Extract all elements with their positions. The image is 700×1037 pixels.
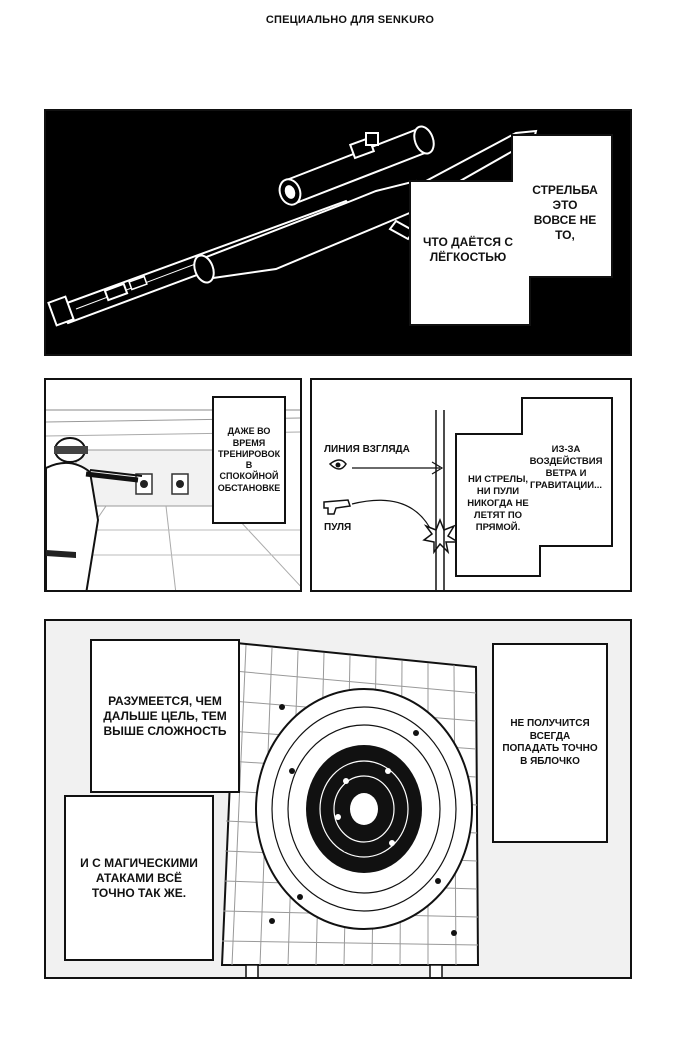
pistol-icon [323,499,351,515]
panel-rifle: СТРЕЛЬБА ЭТО ВОВСЕ НЕ ТО, ЧТО ДАЁТСЯ С Л… [44,109,632,356]
caption-text: И С МАГИЧЕСКИМИ АТАКАМИ ВСЁ ТОЧНО ТАК ЖЕ… [80,855,198,900]
caption-box: И С МАГИЧЕСКИМИ АТАКАМИ ВСЁ ТОЧНО ТАК ЖЕ… [64,795,214,961]
rifle-illustration [47,125,538,327]
label-line-of-sight: ЛИНИЯ ВЗГЛЯДА [324,444,410,455]
caption-text: РАЗУМЕЕТСЯ, ЧЕМ ДАЛЬШЕ ЦЕЛЬ, ТЕМ ВЫШЕ СЛ… [103,693,227,738]
caption-text: СТРЕЛЬБА ЭТО ВОВСЕ НЕ ТО, [532,183,598,242]
caption-text: НИ СТРЕЛЫ, НИ ПУЛИ НИКОГДА НЕ ЛЕТЯТ ПО П… [467,474,529,533]
panel-trajectory: ЛИНИЯ ВЗГЛЯДА ПУЛЯ ИЗ-ЗА ВОЗДЕЙСТВИЯ ВЕТ… [310,378,632,592]
panel-target: РАЗУМЕЕТСЯ, ЧЕМ ДАЛЬШЕ ЦЕЛЬ, ТЕМ ВЫШЕ СЛ… [44,619,632,979]
caption-text: ИЗ-ЗА ВОЗДЕЙСТВИЯ ВЕТРА И ГРАВИТАЦИИ... [529,444,603,491]
panel-shooting-range: ДАЖЕ ВО ВРЕМЯ ТРЕНИРОВОК В СПОКОЙНОЙ ОБС… [44,378,302,592]
caption-box: РАЗУМЕЕТСЯ, ЧЕМ ДАЛЬШЕ ЦЕЛЬ, ТЕМ ВЫШЕ СЛ… [90,639,240,793]
caption-text: ЧТО ДАЁТСЯ С ЛЁГКОСТЬЮ [423,235,513,264]
trajectory-illustration [323,397,613,590]
caption-box: ДАЖЕ ВО ВРЕМЯ ТРЕНИРОВОК В СПОКОЙНОЙ ОБС… [212,396,286,524]
page-header: СПЕЦИАЛЬНО ДЛЯ SENKURO [265,14,435,26]
target-illustration [220,641,480,977]
label-bullet: ПУЛЯ [324,522,352,533]
caption-box: НЕ ПОЛУЧИТСЯ ВСЕГДА ПОПАДАТЬ ТОЧНО В ЯБЛ… [492,643,608,843]
caption-text: НЕ ПОЛУЧИТСЯ ВСЕГДА ПОПАДАТЬ ТОЧНО В ЯБЛ… [502,718,598,767]
shooting-range-illustration [46,409,300,590]
caption-text: ДАЖЕ ВО ВРЕМЯ ТРЕНИРОВОК В СПОКОЙНОЙ ОБС… [217,426,281,493]
